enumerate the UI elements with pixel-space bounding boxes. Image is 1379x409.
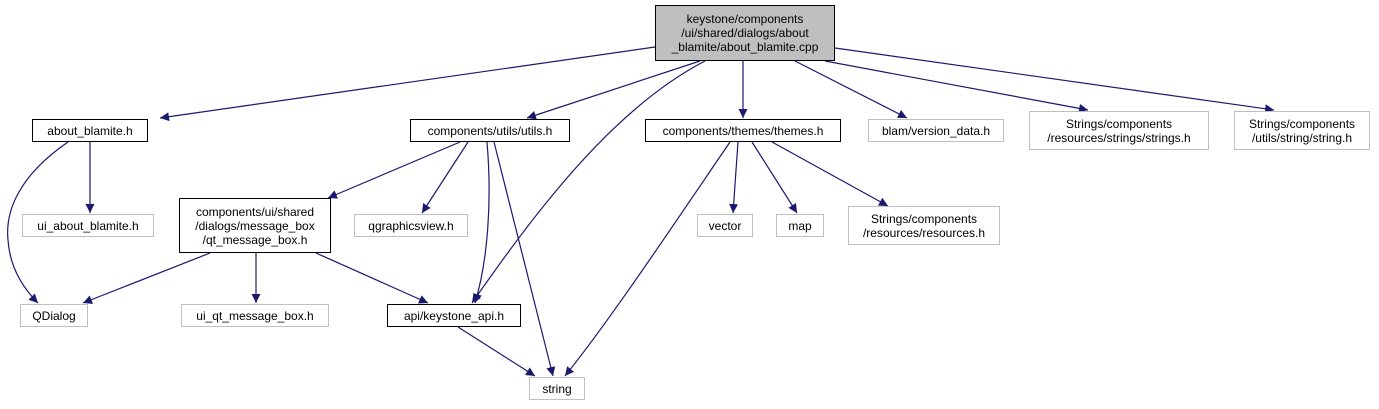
edge-utils_h-to-qgraphicsview_h	[421, 141, 469, 214]
node-line: components/utils/utils.h	[427, 123, 553, 138]
edge-root-to-keystone_api_h	[471, 60, 706, 304]
node-about-blamite-h[interactable]: about_blamite.h	[32, 119, 148, 142]
node-line: vector	[708, 218, 742, 233]
edge-root-to-version_data_h	[794, 60, 908, 119]
node-string[interactable]: string	[529, 377, 585, 400]
edge-root-to-about_blamite_h	[159, 46, 656, 122]
node-vector[interactable]: vector	[697, 214, 753, 237]
node-strings-h[interactable]: Strings/components /resources/strings/st…	[1029, 111, 1209, 150]
node-line: qgraphicsview.h	[368, 218, 454, 233]
node-line: /resources/strings/strings.h	[1047, 130, 1191, 145]
node-qdialog[interactable]: QDialog	[20, 304, 88, 327]
node-line: ui_qt_message_box.h	[196, 308, 314, 323]
node-line: ui_about_blamite.h	[37, 218, 139, 233]
edge-themes_h-to-resources_h	[771, 141, 889, 207]
edge-themes_h-to-vector	[729, 141, 739, 214]
edge-utils_h-to-qt_message_box_h	[327, 141, 461, 199]
edge-utils_h-to-string	[493, 141, 556, 377]
node-line: components/themes/themes.h	[662, 123, 824, 138]
edge-keystone_api_h-to-string	[457, 326, 536, 377]
node-line: map	[788, 218, 812, 233]
node-line: /qt_message_box.h	[202, 232, 308, 247]
edge-utils_h-to-keystone_api_h	[473, 141, 490, 304]
node-line: Strings/components	[1065, 116, 1173, 131]
edge-root-to-strings_h	[824, 60, 1089, 113]
node-map[interactable]: map	[776, 214, 824, 237]
node-string-h[interactable]: Strings/components /utils/string/string.…	[1234, 111, 1370, 150]
node-line: /ui/shared/dialogs/about	[681, 26, 809, 40]
node-themes-h[interactable]: components/themes/themes.h	[645, 119, 841, 142]
node-line: keystone/components	[686, 12, 804, 26]
node-line: _blamite/about_blamite.cpp	[671, 40, 819, 54]
node-line: about_blamite.h	[47, 123, 133, 138]
node-line: components/ui/shared	[195, 204, 315, 219]
node-ui-qt-message-box-h[interactable]: ui_qt_message_box.h	[181, 304, 329, 327]
node-qt-message-box-h[interactable]: components/ui/shared /dialogs/message_bo…	[179, 198, 331, 253]
node-resources-h[interactable]: Strings/components /resources/resources.…	[848, 206, 1000, 245]
node-qgraphicsview-h[interactable]: qgraphicsview.h	[354, 214, 468, 237]
node-keystone-api-h[interactable]: api/keystone_api.h	[387, 304, 521, 327]
node-line: /resources/resources.h	[862, 225, 986, 240]
node-line: api/keystone_api.h	[403, 308, 505, 323]
node-line: QDialog	[32, 308, 76, 323]
node-utils-h[interactable]: components/utils/utils.h	[410, 119, 570, 142]
node-line: /utils/string/string.h	[1251, 130, 1353, 145]
edge-themes_h-to-string	[564, 141, 731, 377]
edge-root-to-utils_h	[526, 60, 701, 120]
node-about-blamite-cpp[interactable]: keystone/components /ui/shared/dialogs/a…	[655, 5, 835, 61]
node-line: Strings/components	[870, 211, 978, 226]
node-version-data-h[interactable]: blam/version_data.h	[868, 119, 1004, 142]
edge-qt_message_box_h-to-keystone_api_h	[315, 252, 429, 304]
edge-qt_message_box_h-to-qdialog	[82, 252, 211, 304]
edge-about_blamite_h-to-qdialog	[7, 141, 69, 304]
node-line: blam/version_data.h	[881, 123, 991, 138]
edge-themes_h-to-map	[751, 141, 798, 214]
node-ui-about-blamite-h[interactable]: ui_about_blamite.h	[22, 214, 154, 237]
edge-root-to-string_h	[834, 47, 1275, 114]
node-line: string	[542, 381, 572, 396]
node-line: /dialogs/message_box	[195, 218, 315, 233]
node-line: Strings/components	[1248, 116, 1356, 131]
